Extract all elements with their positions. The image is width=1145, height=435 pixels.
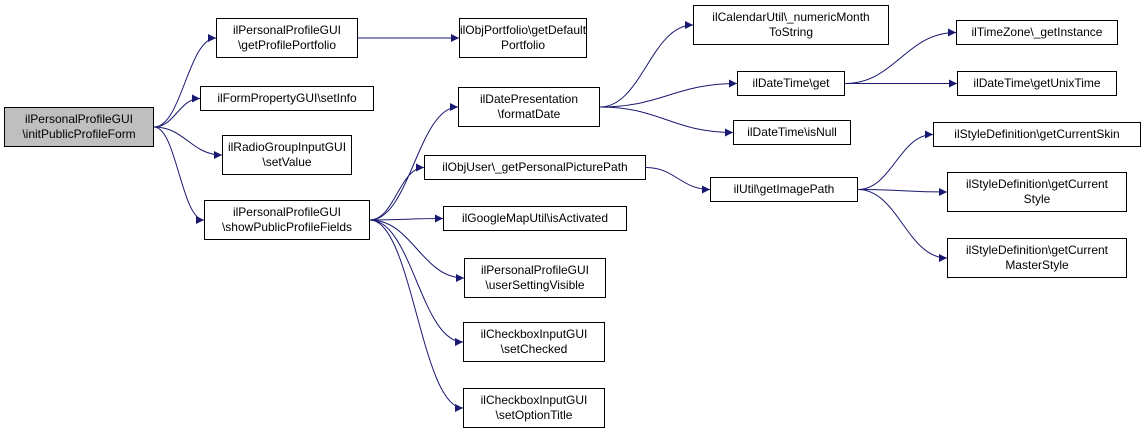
edge-showPublicProfileFields-to-setOptionTitle — [369, 219, 464, 412]
edge-showPublicProfileFields-to-setChecked — [369, 219, 464, 346]
edge-formatDate-to-isNull — [599, 106, 734, 137]
edge-formatDate-to-numericMonth — [599, 21, 694, 108]
node-get-current-skin[interactable]: ilStyleDefinition\getCurrentSkin — [933, 122, 1141, 147]
edge-formatDate-to-dateTimeGet — [599, 79, 738, 108]
node-radio-set-value[interactable]: ilRadioGroupInputGUI \setValue — [222, 135, 352, 175]
edge-root-to-showPublicProfileFields — [153, 126, 205, 224]
node-get-unix-time[interactable]: ilDateTime\getUnixTime — [957, 71, 1117, 96]
edge-showPublicProfileFields-to-userSettingVisible — [369, 219, 465, 282]
node-user-setting-visible[interactable]: ilPersonalProfileGUI \userSettingVisible — [464, 258, 606, 298]
edge-root-to-getProfilePortfolio — [153, 34, 217, 128]
edge-getImagePath-to-getCurrentMasterStyle — [857, 189, 948, 262]
node-numeric-month-to-string[interactable]: ilCalendarUtil\_numericMonth ToString — [693, 5, 889, 45]
node-get-current-master-style[interactable]: ilStyleDefinition\getCurrent MasterStyle — [947, 238, 1127, 278]
node-init-public-profile-form[interactable]: ilPersonalProfileGUI \initPublicProfileF… — [4, 107, 154, 147]
node-date-time-is-null[interactable]: ilDateTime\isNull — [733, 120, 851, 145]
edge-showPublicProfileFields-to-getPersonalPicturePath — [369, 163, 425, 221]
node-timezone-get-instance[interactable]: ilTimeZone\_getInstance — [956, 20, 1118, 45]
node-set-option-title[interactable]: ilCheckboxInputGUI \setOptionTitle — [463, 388, 605, 428]
node-show-public-profile-fields[interactable]: ilPersonalProfileGUI \showPublicProfileF… — [204, 200, 370, 240]
edge-showPublicProfileFields-to-formatDate — [369, 103, 459, 221]
edge-root-to-formSetInfo — [153, 94, 201, 128]
node-get-personal-picture-path[interactable]: ilObjUser\_getPersonalPicturePath — [424, 155, 646, 180]
node-date-time-get[interactable]: ilDateTime\get — [737, 71, 845, 96]
edge-getImagePath-to-getCurrentSkin — [857, 130, 934, 190]
node-is-activated[interactable]: ilGoogleMapUtil\isActivated — [443, 206, 627, 231]
node-set-checked[interactable]: ilCheckboxInputGUI \setChecked — [463, 322, 605, 362]
node-get-profile-portfolio[interactable]: ilPersonalProfileGUI \getProfilePortfoli… — [216, 18, 358, 58]
edge-dateTimeGet-to-tzGetInstance — [844, 28, 957, 84]
edge-getPersonalPicturePath-to-getImagePath — [645, 167, 711, 194]
node-format-date[interactable]: ilDatePresentation \formatDate — [458, 87, 600, 127]
edge-root-to-radioSetValue — [153, 126, 223, 159]
node-get-image-path[interactable]: ilUtil\getImagePath — [710, 177, 858, 202]
edge-showPublicProfileFields-to-isActivated — [369, 214, 444, 223]
node-get-current-style[interactable]: ilStyleDefinition\getCurrent Style — [947, 172, 1127, 212]
node-form-set-info[interactable]: ilFormPropertyGUI\setInfo — [200, 86, 374, 111]
node-get-default-portfolio[interactable]: ilObjPortfolio\getDefault Portfolio — [459, 18, 587, 58]
edge-getImagePath-to-getCurrentStyle — [857, 187, 948, 196]
